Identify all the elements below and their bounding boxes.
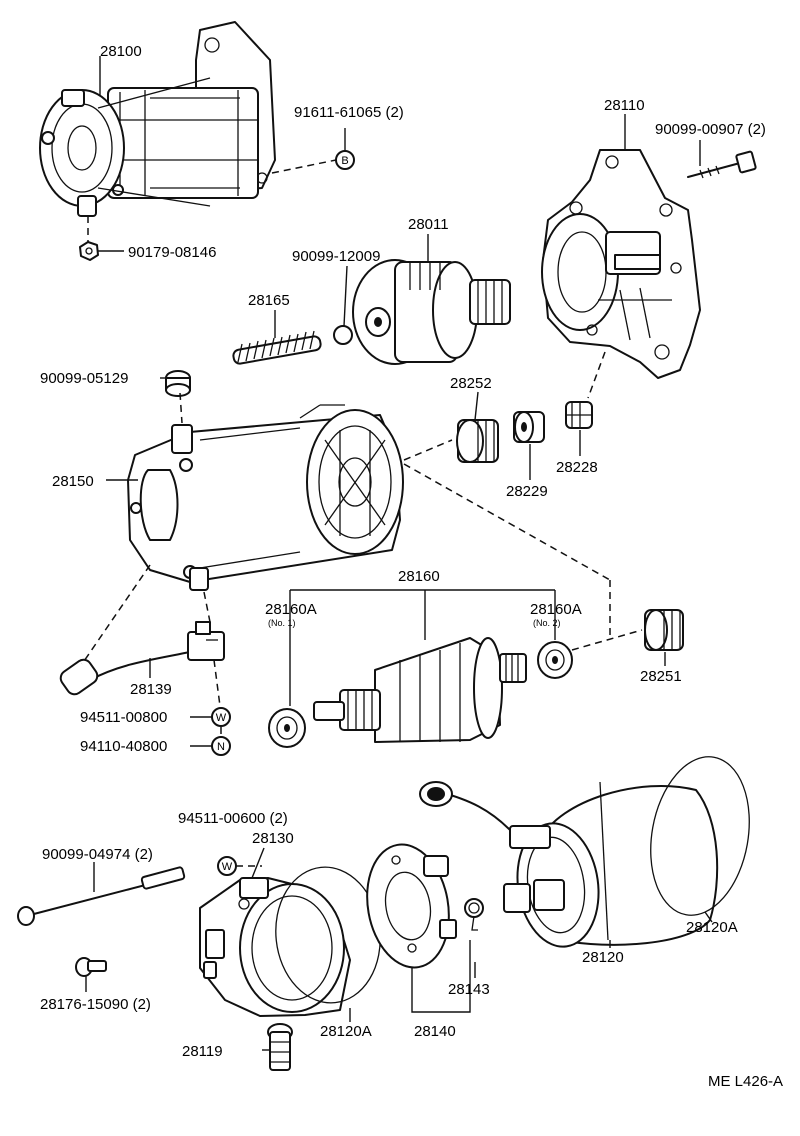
- washer-w-symbol-2: W: [217, 856, 237, 876]
- label-28119: 28119: [182, 1043, 223, 1060]
- brush-holder-part: [366, 843, 457, 969]
- label-28176-15090: 28176-15090 (2): [40, 996, 151, 1013]
- lead-wire-28139: [59, 621, 225, 696]
- label-90099-12009: 90099-12009: [292, 248, 380, 265]
- label-no2: (No. 2): [533, 618, 561, 628]
- screw-28119: [267, 1023, 293, 1071]
- through-bolt-90099-04974: [17, 866, 186, 926]
- o-ring-28120a-right: [650, 756, 750, 916]
- label-94110-40800: 94110-40800: [80, 738, 167, 755]
- label-28160: 28160: [398, 568, 440, 585]
- steel-ball-90099-12009: [333, 325, 353, 345]
- bearing-28160a-no1: [268, 708, 306, 748]
- diagram-code: ME L426-A: [708, 1073, 783, 1090]
- part-labels: 28100 91611-61065 (2) 90179-08146 28110 …: [40, 43, 783, 1090]
- label-94511-00800: 94511-00800: [80, 709, 167, 726]
- label-90179-08146: 90179-08146: [128, 244, 216, 261]
- label-28140: 28140: [414, 1023, 456, 1040]
- label-28143: 28143: [448, 981, 490, 998]
- label-28120a-left: 28120A: [320, 1023, 372, 1040]
- field-frame-yoke-part: [127, 404, 404, 591]
- idler-gear-28252: [456, 419, 499, 463]
- starter-clutch-part: [352, 259, 511, 365]
- label-91611-61065: 91611-61065 (2): [294, 104, 404, 121]
- bearing-retainer-28229: [513, 411, 545, 443]
- screw-28176-15090: [75, 957, 107, 977]
- magnetic-switch-part: [419, 781, 719, 948]
- label-28228: 28228: [556, 459, 598, 476]
- washer-w-symbol: W: [211, 707, 231, 727]
- compression-spring-28165: [232, 330, 322, 365]
- label-28165: 28165: [248, 292, 290, 309]
- label-28120a-right: 28120A: [686, 919, 738, 936]
- label-28229: 28229: [506, 483, 548, 500]
- label-94511-00600: 94511-00600 (2): [178, 810, 288, 827]
- label-28120: 28120: [582, 949, 624, 966]
- nut-n-letter: N: [217, 741, 225, 753]
- label-28252: 28252: [450, 375, 492, 392]
- label-28011: 28011: [408, 216, 449, 233]
- pinion-gear-28251: [644, 609, 684, 651]
- dashed-alignment-lines: [81, 159, 643, 867]
- label-28160a-no2: 28160A: [530, 601, 582, 618]
- label-28100: 28100: [100, 43, 142, 60]
- label-no1: (No. 1): [268, 618, 296, 628]
- label-90099-04974: 90099-04974 (2): [42, 846, 153, 863]
- washer-w-letter: W: [216, 712, 227, 724]
- nut-n-symbol: N: [211, 736, 231, 756]
- drive-housing-part: [541, 149, 701, 379]
- brush-spring-28143: [464, 898, 484, 931]
- washer-w-letter-2: W: [222, 861, 233, 873]
- bolt-90099-00907: [687, 150, 757, 179]
- label-28160a-no1: 28160A: [265, 601, 317, 618]
- nut-90179-08146: [79, 241, 99, 261]
- bearing-28160a-no2: [537, 641, 573, 679]
- commutator-end-frame-part: [199, 877, 351, 1017]
- bolt-b-letter: B: [341, 155, 348, 167]
- label-28139: 28139: [130, 681, 172, 698]
- starter-assembly-part: [39, 21, 276, 217]
- label-28110: 28110: [604, 97, 645, 114]
- leader-lines: [85, 56, 713, 1051]
- label-28251: 28251: [640, 668, 682, 685]
- label-90099-00907: 90099-00907 (2): [655, 121, 766, 138]
- cap-90099-05129: [165, 370, 191, 397]
- armature-assembly-part: [313, 637, 527, 743]
- bolt-b-symbol: B: [335, 150, 355, 170]
- label-28150: 28150: [52, 473, 94, 490]
- label-90099-05129: 90099-05129: [40, 370, 128, 387]
- label-28130: 28130: [252, 830, 294, 847]
- roller-retainer-28228: [565, 401, 593, 429]
